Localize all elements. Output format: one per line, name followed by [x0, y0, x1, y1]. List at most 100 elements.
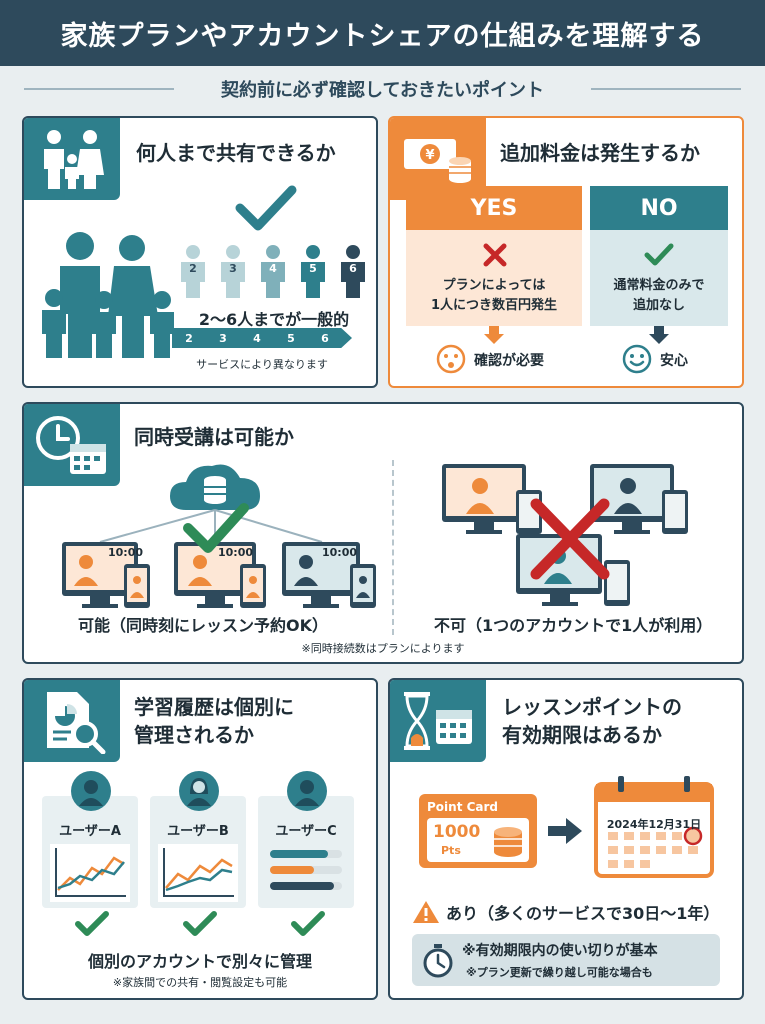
point-card-unit: Pts [441, 844, 461, 857]
user-label-c: ユーザーC [275, 824, 337, 839]
person-figure-4: 4 [258, 244, 288, 298]
person-figure-number: 4 [269, 262, 277, 275]
person-figure-2: 2 [178, 244, 208, 298]
cloud-icon [170, 464, 260, 510]
monitor-time: 10:00 [218, 546, 254, 559]
simultaneous-card: 同時受講は可能か 10:00 10:00 10:00 可能（同時刻 [22, 402, 744, 664]
sharing-note: サービスにより異なります [196, 358, 328, 371]
hourglass-calendar-icon [390, 680, 486, 762]
check-icon [75, 911, 109, 936]
points-title-line2: 有効期限はあるか [502, 723, 662, 747]
simultaneous-divider [392, 460, 394, 635]
check-icon [291, 911, 325, 936]
monitor-icon [442, 464, 526, 534]
history-note: ※家族間での共有・閲覧設定も可能 [112, 976, 288, 989]
fee-title: 追加料金は発生するか [500, 141, 700, 165]
coins-icon [494, 827, 522, 857]
calendar-date: 2024年12月31日 [606, 818, 702, 831]
page-title: 家族プランやアカウントシェアの仕組みを理解する [60, 20, 705, 52]
fee-card: ¥ 追加料金は発生するか YES プランによっては 1人につき数百円発生 確認が… [388, 116, 744, 388]
fee-no-result: 安心 [660, 353, 688, 369]
user-label-a: ユーザーA [59, 824, 121, 839]
user-avatar-icon [179, 771, 219, 811]
person-figure-6: 6 [338, 244, 368, 298]
simultaneous-ok-label: 可能（同時刻にレッスン予約OK） [78, 616, 329, 635]
phone-icon [662, 490, 688, 534]
history-title-line2: 管理されるか [134, 723, 254, 747]
check-icon [183, 911, 217, 936]
fee-no-header: NO [590, 186, 728, 230]
phone-icon [124, 564, 150, 608]
person-figure-5: 5 [298, 244, 328, 298]
phone-icon [604, 560, 630, 606]
fee-yes-text1: プランによっては [442, 278, 546, 293]
arrow-down-icon [484, 326, 504, 344]
person-figure-number: 2 [189, 262, 197, 275]
stopwatch-icon [423, 944, 453, 978]
monitor-icon [590, 464, 674, 534]
cross-icon [483, 243, 507, 267]
monitor-time: 10:00 [108, 546, 144, 559]
line-chart-icon [50, 844, 130, 902]
family-icon [24, 118, 120, 200]
monitor-icon [282, 542, 360, 608]
monitor-icon [174, 542, 256, 608]
scale-label: 3 [219, 331, 227, 345]
point-card-title: Point Card [427, 800, 499, 814]
history-card: 学習履歴は個別に 管理されるか ユーザーA ユーザーB ユーザーC 個別のアカウ… [22, 678, 378, 1000]
points-note2: ※プラン更新で繰り越し可能な場合も [466, 966, 653, 979]
fee-no-text2: 追加なし [632, 298, 685, 313]
point-card-inner: 1000 Pts [427, 818, 529, 862]
clock-calendar-icon [24, 404, 120, 486]
monitor-icon [62, 542, 138, 608]
svg-text:¥: ¥ [425, 148, 434, 163]
smile-face-icon [622, 344, 652, 374]
fee-no-text1: 通常料金のみで [613, 278, 705, 293]
page-subtitle: 契約前に必ず確認しておきたいポイント [221, 80, 544, 101]
calendar-icon [594, 776, 714, 878]
single-use-diagram [442, 464, 688, 606]
points-note1: ※有効期限内の使い切りが基本 [462, 943, 658, 959]
points-note-box: ※有効期限内の使い切りが基本 ※プラン更新で繰り越し可能な場合も [412, 934, 720, 986]
fee-yes-header: YES [406, 186, 582, 230]
monitor-time: 10:00 [322, 546, 358, 559]
cross-icon [530, 498, 610, 580]
fee-yes-result: 確認が必要 [474, 353, 544, 369]
sharing-title: 何人まで共有できるか [136, 141, 336, 165]
check-icon [235, 185, 297, 231]
phone-icon [240, 564, 266, 608]
line-chart-icon [158, 844, 238, 902]
history-title-line1: 学習履歴は個別に [134, 695, 294, 719]
warning-icon [413, 901, 439, 923]
surprised-face-icon [436, 344, 466, 374]
user-avatar-icon [287, 771, 327, 811]
person-figure-number: 6 [349, 262, 357, 275]
scale-label: 2 [185, 331, 193, 345]
point-card: Point Card 1000 Pts [419, 794, 537, 868]
user-avatar-icon [71, 771, 111, 811]
phone-icon [350, 564, 376, 608]
people-scale-bar: 2 3 4 5 6 [172, 328, 352, 348]
sharing-summary: 2〜6人までが一般的 [198, 310, 350, 329]
fee-yes-text2: 1人につき数百円発生 [430, 298, 558, 313]
subtitle-line-left [24, 88, 174, 90]
person-figure-3: 3 [218, 244, 248, 298]
fee-no-body [590, 230, 728, 326]
simultaneous-note: ※同時接続数はプランによります [301, 642, 465, 655]
person-figure-number: 3 [229, 262, 237, 275]
simultaneous-title: 同時受講は可能か [134, 425, 294, 449]
history-summary: 個別のアカウントで別々に管理 [87, 952, 312, 971]
user-label-b: ユーザーB [167, 824, 229, 839]
points-answer: あり（多くのサービスで30日〜1年） [446, 904, 720, 923]
arrow-down-icon [649, 326, 669, 344]
check-icon [183, 503, 249, 553]
scale-label: 6 [321, 331, 329, 345]
scale-label: 4 [253, 331, 261, 345]
page-header: 家族プランやアカウントシェアの仕組みを理解する [0, 0, 765, 66]
scale-label: 5 [287, 331, 295, 345]
points-title-line1: レッスンポイントの [502, 695, 682, 719]
subtitle-line-right [591, 88, 741, 90]
fee-yes-body [406, 230, 582, 326]
person-figure-number: 5 [309, 262, 317, 275]
simultaneous-ng-label: 不可（1つのアカウントで1人が利用） [434, 616, 713, 635]
